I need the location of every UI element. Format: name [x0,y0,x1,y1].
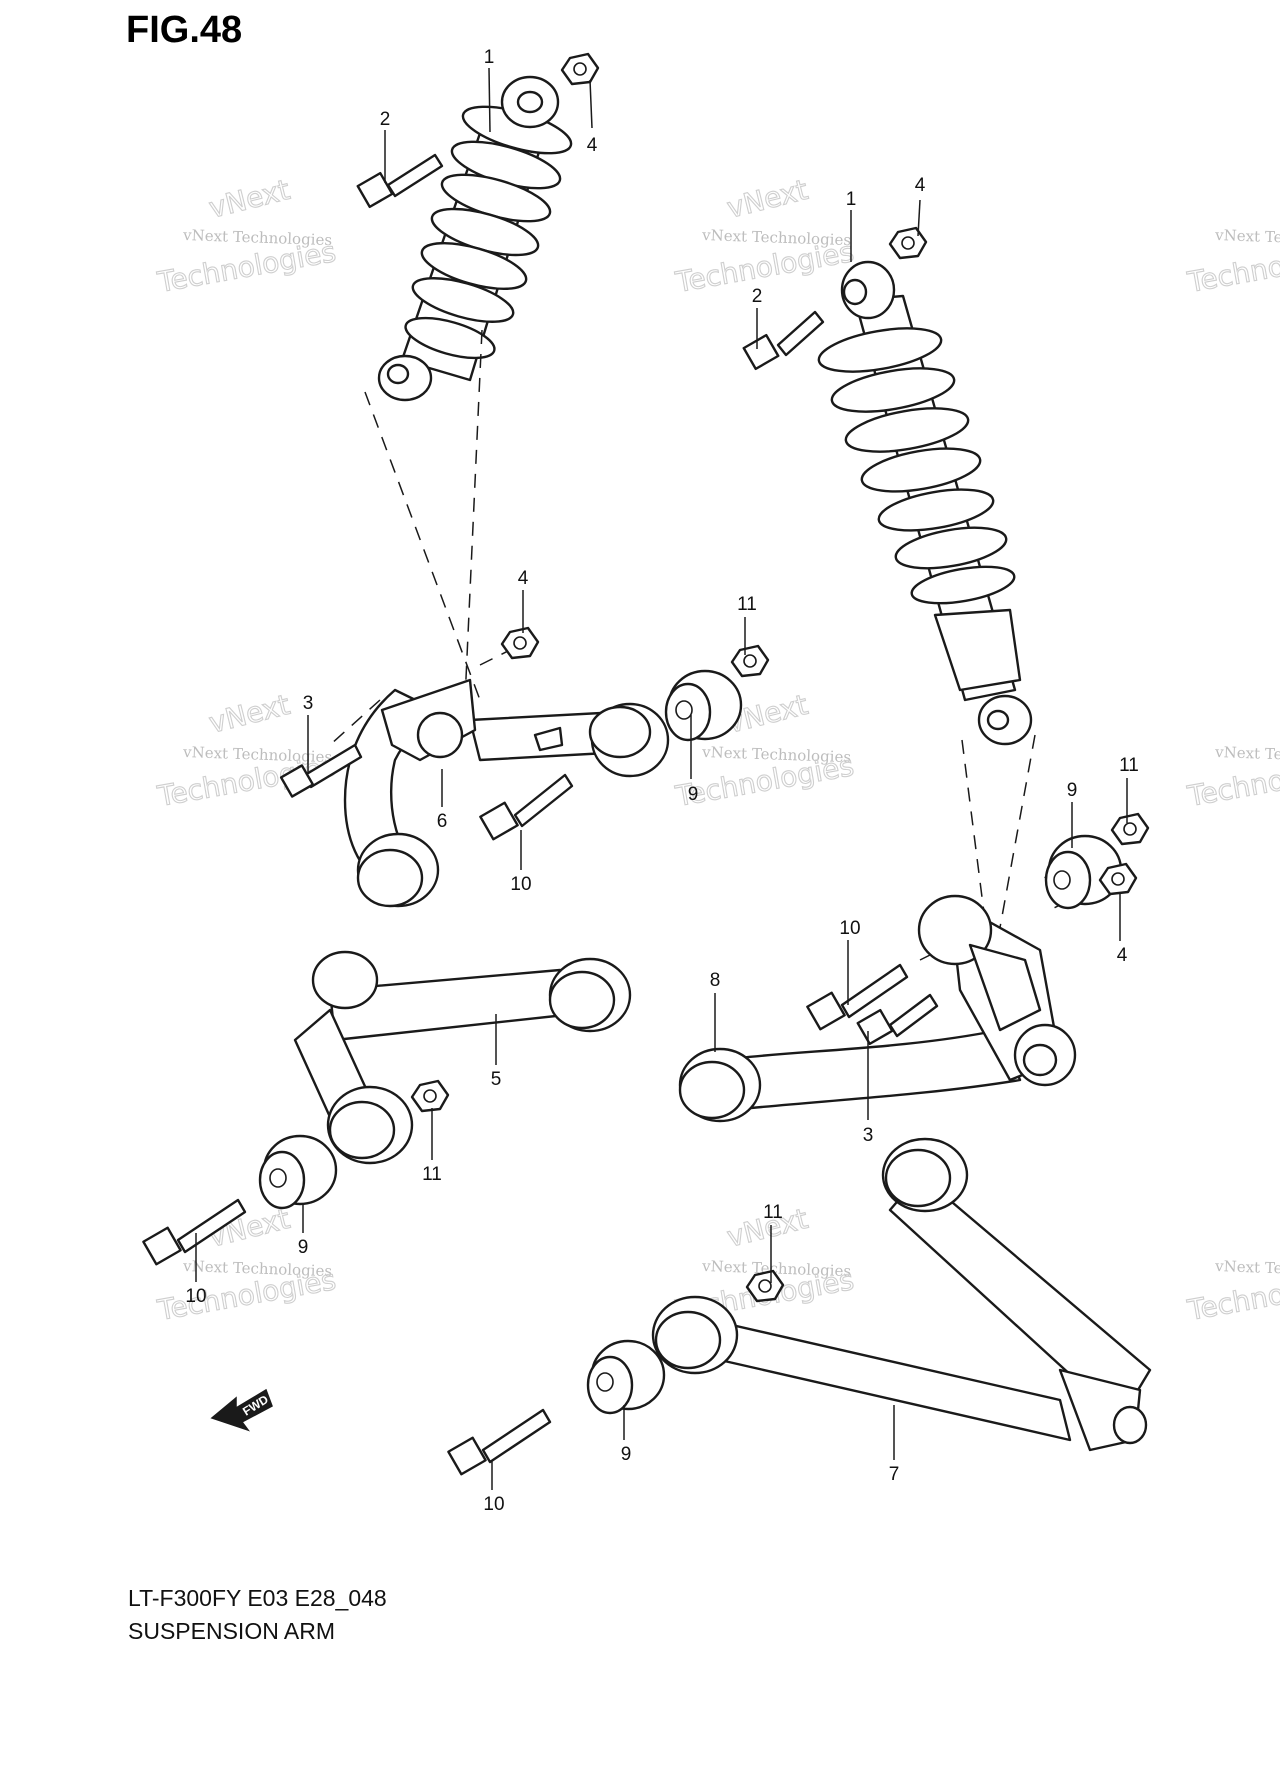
nut-11-b [1110,812,1150,846]
callout-2-right-bolt: 2 [752,286,763,307]
callout-1-right-shock: 1 [846,189,857,210]
callout-5-arm: 5 [491,1069,502,1090]
bolt-10-d [447,1408,552,1476]
callout-10-left-bolt: 10 [185,1286,206,1307]
callout-4-arm-nut: 4 [518,568,529,589]
nut-4-c [500,626,540,660]
nut-11-d [745,1269,785,1303]
figure-title: FIG.48 [126,9,242,51]
callout-11-right-nut: 11 [1119,755,1139,776]
callout-2-left-bolt: 2 [380,109,391,130]
bushing-9-c [258,1134,338,1210]
callout-8-arm: 8 [710,970,721,991]
watermark-text: vNext Technologies [701,226,852,249]
callout-6-arm: 6 [437,811,448,832]
callout-4-right-nut: 4 [915,175,926,196]
watermark-3: vNext Technologies Technologies [1184,226,1280,300]
shock-absorber-left [377,75,573,402]
shock-absorber-right [817,260,1033,746]
callout-3-left-bolt: 3 [303,693,314,714]
watermark-brand: vNext [724,173,811,225]
nut-4-b [888,226,928,260]
watermark-1: vNext vNext Technologies Technologies [154,172,339,299]
callout-9-lower-bushing: 9 [621,1444,632,1465]
watermark-7: vNext vNext Technologies Technologies [154,1201,339,1327]
watermark-text: vNext Technologies [1214,226,1280,249]
bolts [142,153,939,1476]
bolt-3-right [856,993,939,1046]
bolt-10-a [479,773,574,841]
bolt-2-left [356,153,444,209]
callout-1-left-shock: 1 [484,47,495,68]
watermark-text: vNext Technologies [182,743,333,766]
watermark-2: vNext vNext Technologies Technologies [672,172,857,299]
watermark-brand: vNext [206,688,293,740]
callout-7-arm: 7 [889,1464,900,1485]
watermark-text: vNext Technologies [182,226,333,249]
suspension-arm-7 [651,1137,1152,1452]
watermark-text: vNext Technologies [1214,743,1280,766]
callout-10-upper-bolt: 10 [510,874,531,895]
callout-11-lower-nut: 11 [763,1202,783,1223]
figure-name: SUSPENSION ARM [128,1618,335,1644]
suspension-arm-6 [343,678,670,908]
callout-3-right-bolt: 3 [863,1125,874,1146]
callout-11-upper-nut: 11 [737,594,757,615]
watermark-brand: vNext [206,173,293,225]
callout-4-left-nut: 4 [587,135,598,156]
nuts [410,52,1150,1303]
leader-lines [195,67,1128,1490]
nut-4-d [1098,862,1138,896]
figure-code: LT-F300FY E03 E28_048 [128,1585,387,1611]
fwd-arrow-icon: FWD [210,1388,273,1432]
bolt-10-c [142,1198,247,1266]
bolt-3-left [279,743,363,798]
watermark-6: vNext Technologies Technologies [1184,743,1280,814]
watermark-text: vNext Technologies [1214,1257,1280,1280]
callout-4-right-arm-nut: 4 [1117,945,1128,966]
bushing-9-b [1044,834,1123,910]
suspension-arm-5 [293,950,632,1165]
bolt-10-b [806,963,909,1031]
callout-9-left-bushing: 9 [298,1237,309,1258]
callout-10-right-bolt: 10 [839,918,860,939]
watermark-9: vNext Technologies Technologies [1184,1257,1280,1328]
watermark-text: vNext Technologies [701,743,852,766]
watermark-text: vNext Technologies [182,1257,333,1280]
callout-11-left-nut: 11 [422,1164,442,1185]
watermark-text: vNext Technologies [701,1257,852,1280]
bushing-9-a [664,669,743,742]
nut-4-a [560,52,600,86]
callout-9-upper-bushing: 9 [688,784,699,805]
callout-10-lower-bolt: 10 [483,1494,504,1515]
callouts: 1 2 4 1 4 2 4 11 3 9 6 10 11 9 4 10 8 5 … [185,47,1138,1515]
nut-11-c [410,1079,450,1113]
nut-11-a [730,644,770,678]
bolt-2-right [742,310,825,371]
suspension-arm-8 [678,894,1077,1123]
callout-9-right-bushing: 9 [1067,780,1078,801]
bushings [258,669,1123,1415]
bushing-9-d [586,1339,666,1415]
